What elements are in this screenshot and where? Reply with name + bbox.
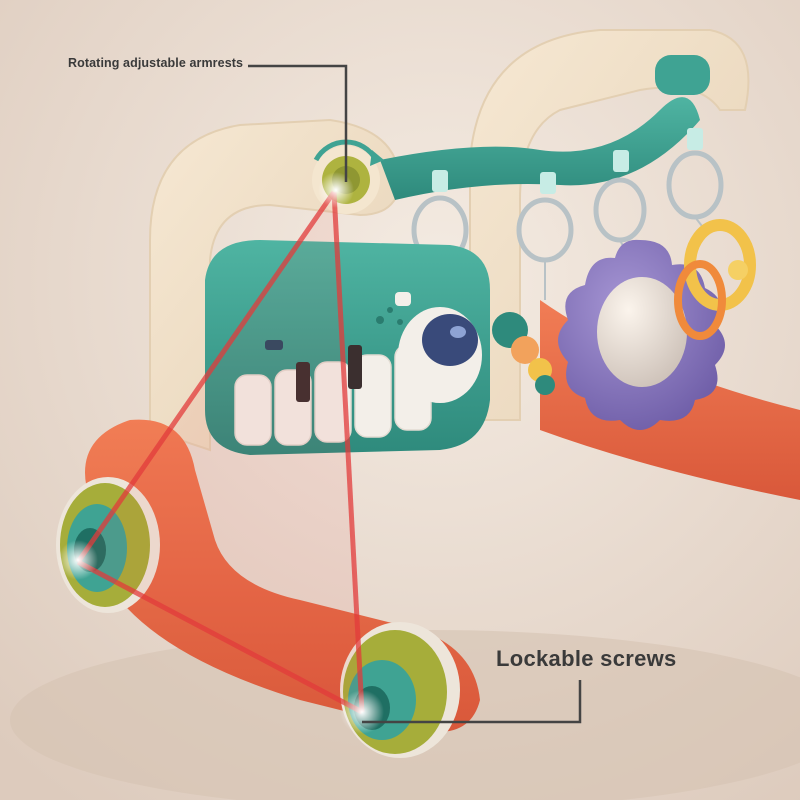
rear-armrest-frame [469,29,750,421]
callout-line-armrests [248,64,348,182]
toy-bar [380,97,700,200]
bar-clip [432,170,448,192]
bar-end-cap [655,55,710,95]
piano-panel [205,240,490,455]
astronaut-toy-icon [398,307,482,403]
ring-rattle-icon [674,219,756,340]
bar-clip [613,150,629,172]
screw-glow [318,172,354,208]
callout-armrests: Rotating adjustable armrests [68,56,244,70]
piano-keys-icon [234,344,432,446]
piano-black-keys [296,345,362,402]
highlight-lines [75,190,365,715]
bead-rattle-icon [492,312,555,395]
screw-glow [340,690,384,734]
callout-screws: Lockable screws [496,646,677,671]
callout-line-screws [362,680,582,724]
bar-clip [687,128,703,150]
highlight-area [78,192,362,712]
screw-glow [58,540,98,580]
bar-clip [540,172,556,194]
